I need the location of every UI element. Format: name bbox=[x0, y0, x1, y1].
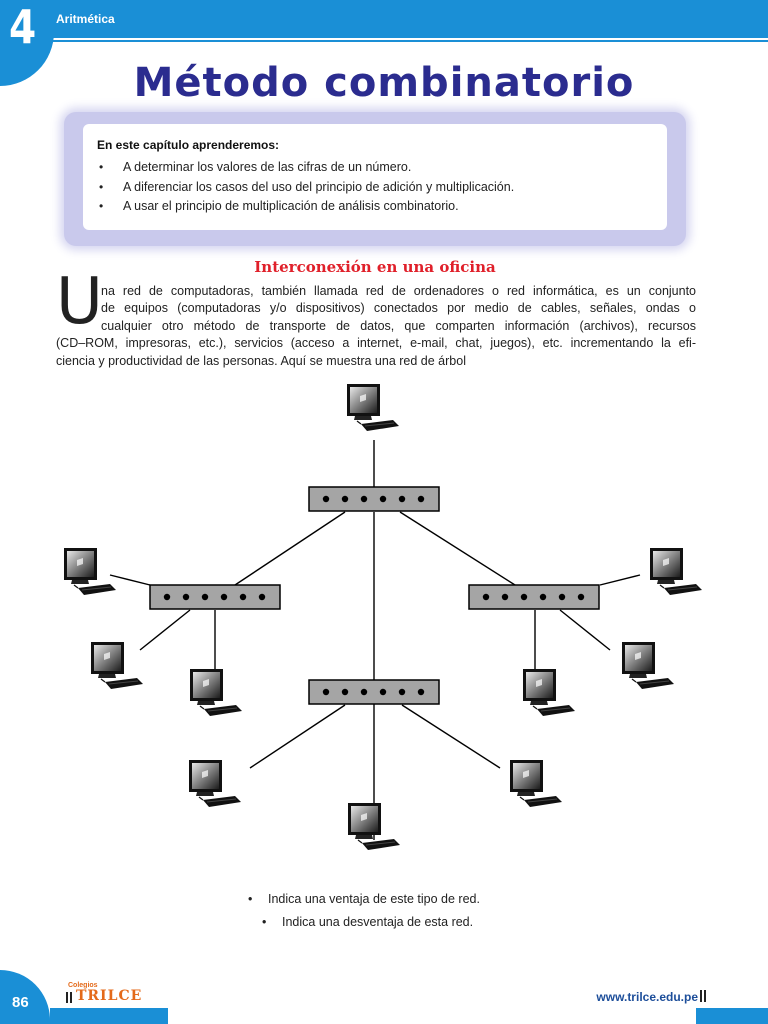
objective-item: • A determinar los valores de las cifras … bbox=[97, 158, 653, 178]
footer-band bbox=[50, 1008, 168, 1024]
question-text: Indica una desventaja de esta red. bbox=[282, 915, 474, 929]
network-hub-icon bbox=[308, 679, 440, 705]
paragraph-line: de equipos (computadoras y/o dispositivo… bbox=[101, 301, 696, 316]
laptop-computer-icon bbox=[522, 668, 576, 717]
logo-subtitle: Colegios bbox=[68, 982, 98, 989]
logo-name: TRILCE bbox=[76, 988, 143, 1004]
section-title: Interconexión en una oficina bbox=[254, 258, 496, 276]
bullet-icon: • bbox=[248, 892, 253, 906]
objective-text: A usar el principio de multiplicación de… bbox=[123, 199, 459, 213]
paragraph-line: ciencia y productividad de las personas.… bbox=[56, 353, 466, 368]
question-item: • Indica una ventaja de este tipo de red. bbox=[248, 892, 480, 906]
objective-item: • A usar el principio de multiplicación d… bbox=[97, 197, 653, 217]
laptop-computer-icon bbox=[63, 547, 117, 596]
laptop-computer-icon bbox=[189, 668, 243, 717]
question-item: • Indica una desventaja de esta red. bbox=[262, 915, 473, 929]
website-link[interactable]: www.trilce.edu.pe bbox=[596, 990, 698, 1004]
objectives-list: • A determinar los valores de las cifras … bbox=[97, 158, 653, 217]
laptop-computer-icon bbox=[346, 383, 400, 432]
header-divider bbox=[0, 40, 768, 42]
barcode-icon bbox=[66, 992, 72, 1003]
footer-band bbox=[696, 1008, 768, 1024]
paragraph-line: cualquier otro método de transporte de d… bbox=[101, 318, 696, 333]
network-links bbox=[109, 440, 641, 840]
page-title: Método combinatorio bbox=[133, 60, 635, 106]
bullet-icon: • bbox=[99, 199, 104, 213]
chapter-tab: 4 bbox=[0, 0, 54, 86]
laptop-computer-icon bbox=[188, 759, 242, 808]
laptop-computer-icon bbox=[621, 641, 675, 690]
objectives-box: En este capítulo aprenderemos: • A determ… bbox=[83, 124, 667, 230]
tree-network-diagram bbox=[63, 383, 703, 851]
objectives-heading: En este capítulo aprenderemos: bbox=[97, 138, 280, 152]
intro-paragraph: na red de computadoras, también llamada … bbox=[56, 283, 696, 370]
bullet-icon: • bbox=[262, 915, 267, 929]
objective-text: A diferenciar los casos del uso del prin… bbox=[123, 179, 515, 194]
paragraph-line: na red de computadoras, también llamada … bbox=[101, 284, 696, 298]
subject-label: Aritmética bbox=[56, 12, 115, 26]
bullet-icon: • bbox=[99, 160, 104, 174]
drop-cap: U bbox=[56, 265, 103, 339]
laptop-computer-icon bbox=[347, 802, 401, 851]
laptop-computer-icon bbox=[90, 641, 144, 690]
laptop-computer-icon bbox=[649, 547, 703, 596]
bullet-icon: • bbox=[99, 179, 104, 194]
page-number: 86 bbox=[12, 994, 29, 1011]
barcode-icon bbox=[700, 990, 706, 1002]
network-hub-icon bbox=[149, 584, 281, 610]
network-hub-icon bbox=[308, 486, 440, 512]
header-band bbox=[0, 0, 768, 38]
objective-item: • A diferenciar los casos del uso del pri… bbox=[97, 178, 653, 198]
chapter-number: 4 bbox=[9, 0, 37, 54]
laptop-computer-icon bbox=[509, 759, 563, 808]
paragraph-line: (CD–ROM, impresoras, etc.), servicios (a… bbox=[56, 336, 696, 351]
objective-text: A determinar los valores de las cifras d… bbox=[123, 160, 412, 174]
question-text: Indica una ventaja de este tipo de red. bbox=[268, 892, 480, 906]
network-hub-icon bbox=[468, 584, 600, 610]
